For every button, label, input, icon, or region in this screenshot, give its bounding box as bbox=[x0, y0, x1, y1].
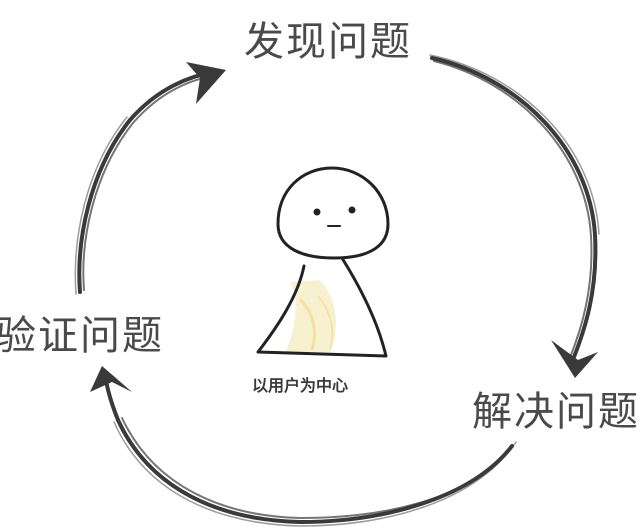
figure-head bbox=[278, 168, 388, 258]
arrow-verify-to-discover bbox=[75, 72, 214, 294]
stage-label-solve: 解决问题 bbox=[472, 392, 640, 432]
arrowhead-verify bbox=[90, 366, 132, 392]
stage-label-discover: 发现问题 bbox=[244, 22, 412, 62]
arrow-discover-to-solve bbox=[430, 55, 599, 362]
arrow-solve-to-verify bbox=[106, 380, 516, 526]
center-label: 以用户为中心 bbox=[252, 378, 348, 394]
figure-eye-left bbox=[314, 209, 321, 216]
figure-eye-right bbox=[349, 207, 356, 214]
user-figure bbox=[258, 168, 388, 356]
arrowhead-discover bbox=[186, 62, 226, 104]
stage-label-verify: 验证问题 bbox=[0, 316, 164, 356]
